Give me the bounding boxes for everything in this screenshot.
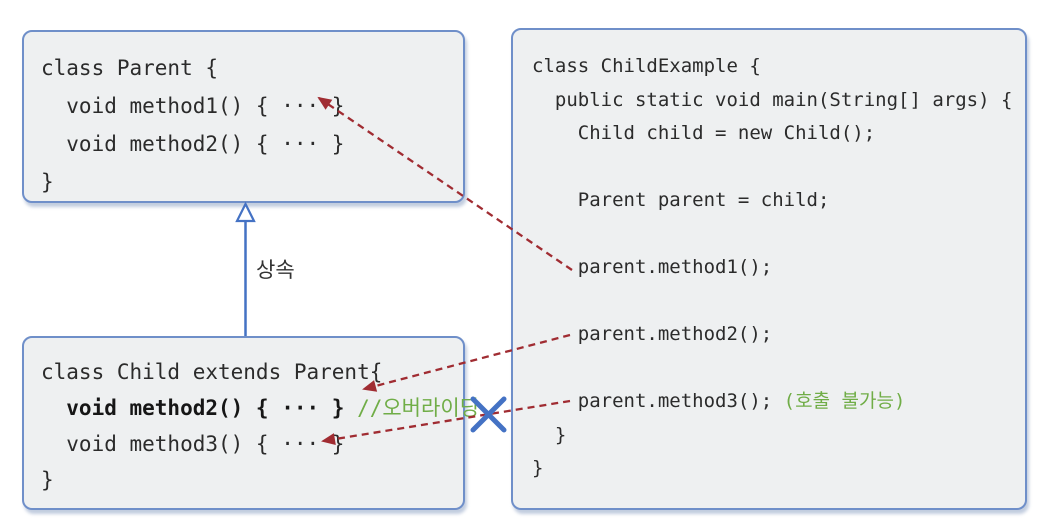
code-line: class Child extends Parent{ (41, 354, 463, 390)
code-line: Child child = new Child(); (532, 117, 1025, 151)
parent-class-box: class Parent { void method1() { ··· } vo… (22, 30, 465, 203)
code-text: } (41, 468, 54, 492)
code-line: void method3() { ··· } (41, 426, 463, 462)
code-line (532, 151, 1025, 185)
code-text: } (532, 457, 544, 479)
code-line: } (532, 452, 1025, 486)
code-comment: //오버라이딩 (357, 396, 479, 420)
code-line: } (41, 163, 463, 201)
code-line: void method2() { ··· } //오버라이딩 (41, 390, 479, 426)
code-text: parent.method1(); (532, 256, 773, 278)
child-class-box: class Child extends Parent{ void method2… (22, 336, 479, 510)
code-text: void method1() { ··· } (41, 94, 345, 118)
code-text: Child child = new Child(); (532, 122, 876, 144)
inheritance-label: 상속 (256, 258, 295, 282)
code-text: } (532, 423, 567, 446)
code-text: void method3() { ··· } (41, 432, 345, 456)
code-text: class ChildExample { (532, 55, 761, 77)
code-comment: (호출 불가능) (783, 390, 906, 412)
code-line: class Parent { (41, 49, 463, 87)
code-text: } (41, 170, 54, 194)
code-text: void method2() { ··· } (41, 396, 358, 420)
code-line: } (532, 419, 1025, 453)
code-line: class ChildExample { (532, 50, 1025, 84)
code-line: Parent parent = child; (532, 184, 1025, 218)
code-line: void method1() { ··· } (41, 87, 463, 125)
code-line: parent.method3(); (호출 불가능) (532, 385, 1025, 419)
child-example-code-box: class ChildExample { public static void … (511, 28, 1027, 510)
code-line (532, 285, 1025, 319)
code-text: parent.method2(); (532, 323, 773, 345)
code-line: parent.method2(); (532, 318, 1025, 352)
code-text: parent.method3(); (532, 390, 784, 412)
code-line: void method2() { ··· } (41, 125, 463, 163)
code-text: class Parent { (41, 56, 219, 80)
code-line: parent.method1(); (532, 251, 1025, 285)
code-line: public static void main(String[] args) { (532, 84, 1025, 118)
code-text: public static void main(String[] args) { (532, 88, 1013, 111)
inheritance-arrow (235, 201, 256, 336)
code-text: Parent parent = child; (532, 189, 830, 211)
code-line (532, 218, 1025, 252)
code-text: class Child extends Parent{ (41, 360, 383, 384)
code-text: void method2() { ··· } (41, 132, 345, 156)
code-line: } (41, 462, 463, 498)
code-line (532, 352, 1025, 386)
